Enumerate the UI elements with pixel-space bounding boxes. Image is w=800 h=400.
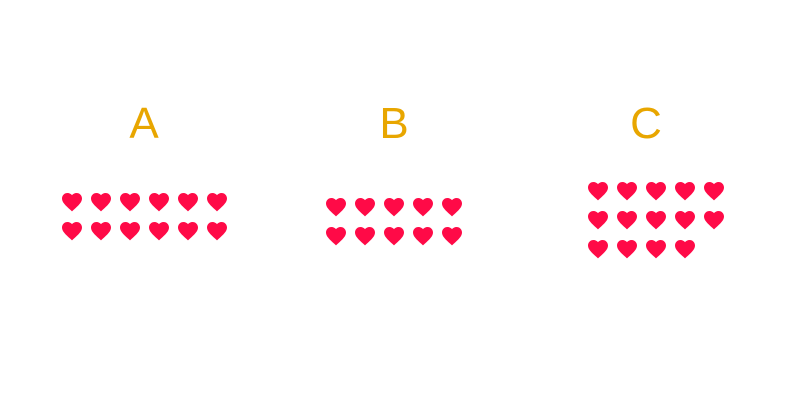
- heart-row: [322, 224, 467, 253]
- heart-icon: [586, 179, 610, 203]
- group-b: B: [274, 0, 514, 400]
- heart-icon: [353, 224, 377, 248]
- heart-icon: [644, 179, 668, 203]
- heart-icon: [673, 179, 697, 203]
- heart-row: [583, 179, 728, 208]
- group-a: A: [24, 0, 264, 400]
- group-label: B: [379, 99, 409, 148]
- heart-icon: [324, 224, 348, 248]
- group-label: A: [129, 99, 159, 148]
- heart-icon: [702, 208, 726, 232]
- heart-icon: [89, 190, 113, 214]
- heart-icon: [89, 219, 113, 243]
- heart-icon: [353, 195, 377, 219]
- heart-icon: [147, 219, 171, 243]
- heart-icon: [118, 219, 142, 243]
- heart-icon: [205, 190, 229, 214]
- heart-icon: [176, 190, 200, 214]
- heart-icon: [382, 224, 406, 248]
- heart-row: [57, 190, 231, 219]
- heart-icon: [118, 190, 142, 214]
- heart-icon: [673, 237, 697, 261]
- heart-row: [57, 219, 231, 248]
- heart-grid: [274, 195, 514, 253]
- heart-grid: [526, 179, 766, 266]
- group-c: C: [526, 0, 766, 400]
- heart-icon: [615, 179, 639, 203]
- heart-row: [583, 208, 728, 237]
- heart-icon: [324, 195, 348, 219]
- heart-icon: [411, 195, 435, 219]
- heart-icon: [586, 237, 610, 261]
- group-label: C: [630, 99, 662, 148]
- heart-icon: [615, 237, 639, 261]
- heart-row: [322, 195, 467, 224]
- heart-icon: [147, 190, 171, 214]
- heart-icon: [702, 179, 726, 203]
- heart-icon: [586, 208, 610, 232]
- heart-icon: [60, 190, 84, 214]
- heart-icon: [673, 208, 697, 232]
- heart-grid: [24, 190, 264, 248]
- heart-icon: [644, 237, 668, 261]
- heart-icon: [205, 219, 229, 243]
- heart-icon: [440, 224, 464, 248]
- heart-icon: [644, 208, 668, 232]
- heart-icon: [382, 195, 406, 219]
- heart-icon: [176, 219, 200, 243]
- heart-icon: [411, 224, 435, 248]
- heart-row: [583, 237, 699, 266]
- heart-icon: [440, 195, 464, 219]
- heart-icon: [615, 208, 639, 232]
- heart-icon: [60, 219, 84, 243]
